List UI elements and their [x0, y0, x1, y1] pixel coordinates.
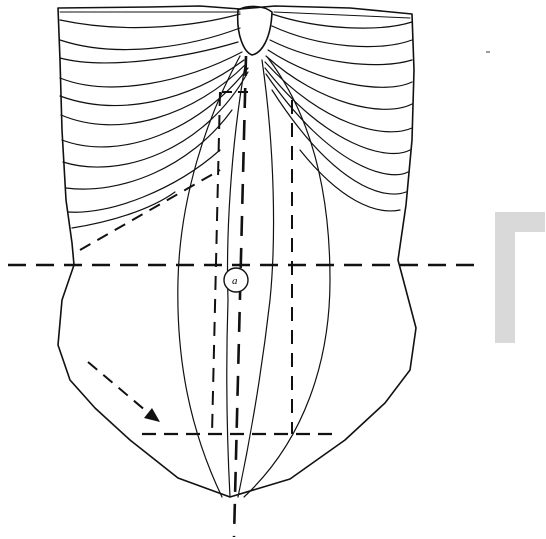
- right-rib-arcs: [265, 14, 412, 211]
- umbilicus-marker: a: [224, 268, 248, 292]
- lower-oblique-arrow: [88, 362, 160, 422]
- umbilicus-label: a: [232, 275, 238, 287]
- watermark-bracket: [495, 212, 545, 343]
- left-vertical-line: [212, 92, 220, 434]
- xiphoid-process: [238, 6, 272, 55]
- rectus-abdominis-outline: [178, 56, 330, 497]
